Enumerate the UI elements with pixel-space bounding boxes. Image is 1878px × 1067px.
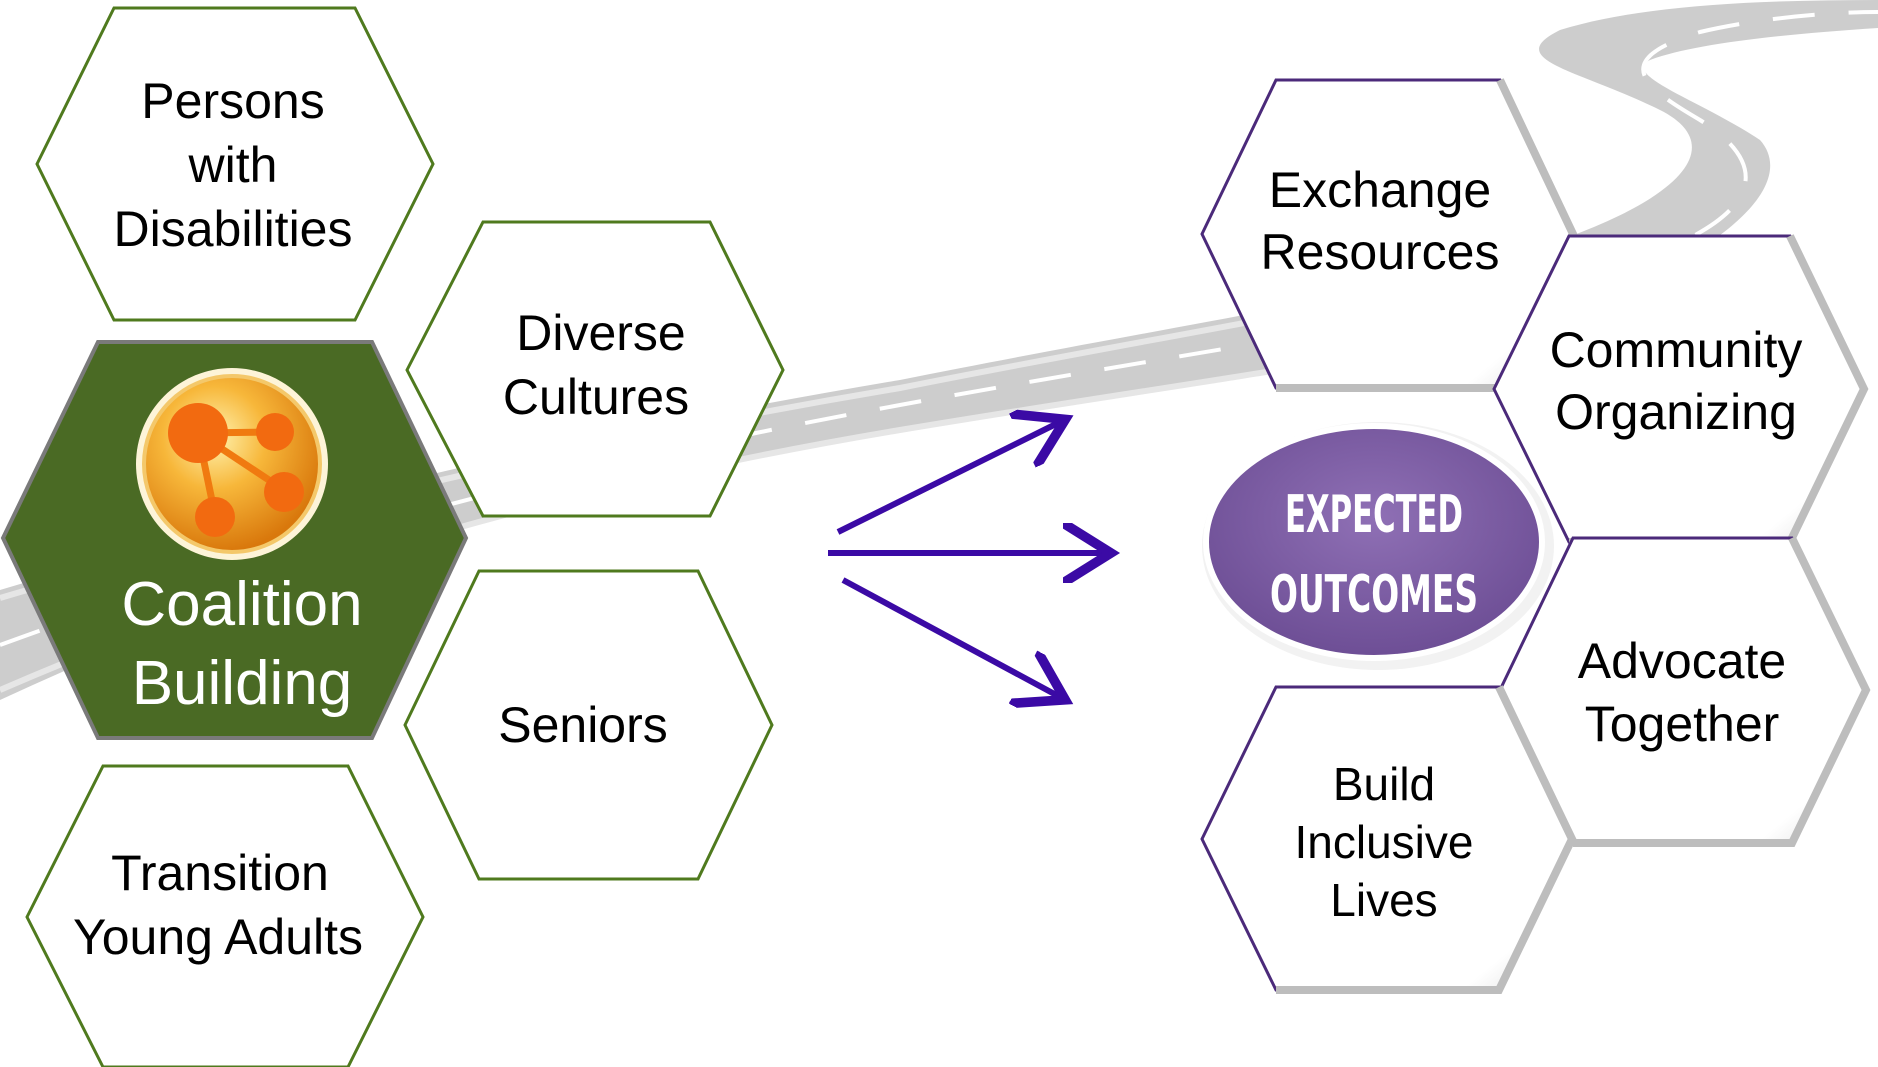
hex-build-inclusive-lives: Build Inclusive Lives [1200, 685, 1577, 994]
hex-label-line: Organizing [1555, 384, 1797, 440]
hex-label-line: Diverse [516, 305, 685, 361]
hex-diverse-cultures: Diverse Cultures [405, 220, 785, 518]
oval-label-line: EXPECTED [1285, 485, 1463, 545]
outcome-arrows [828, 422, 1105, 697]
hex-label-line: Young Adults [73, 909, 363, 965]
hex-label-line: Persons [141, 73, 324, 129]
hex-label-line: Transition [111, 845, 329, 901]
hex-persons-with-disabilities: Persons with Disabilities [35, 6, 435, 322]
hex-exchange-resources: Exchange Resources [1200, 78, 1578, 392]
hex-community-organizing: Community Organizing [1492, 234, 1869, 546]
hex-label-line: Exchange [1269, 162, 1491, 218]
hex-label-line: Cultures [503, 369, 689, 425]
hex-label-line: Resources [1261, 224, 1500, 280]
hex-label-line: Disabilities [114, 201, 353, 257]
hex-seniors: Seniors [403, 569, 774, 881]
arrow-down [841, 577, 1060, 697]
hex-label-line: Build [1333, 758, 1435, 810]
hex-label-line: Lives [1330, 874, 1437, 926]
hex-label-line: Advocate [1578, 633, 1786, 689]
hex-label-line: Building [132, 649, 353, 718]
network-nodes-icon [136, 368, 328, 560]
hex-label-line: Together [1585, 696, 1780, 752]
hex-advocate-together: Advocate Together [1498, 536, 1871, 847]
expected-outcomes-badge: EXPECTED OUTCOMES [1202, 422, 1554, 670]
hex-label-line: with [188, 137, 278, 193]
hex-coalition-building: Coalition Building [0, 340, 469, 740]
hex-label-line: Coalition [121, 570, 362, 639]
hex-label-line: Inclusive [1295, 816, 1474, 868]
oval-label-line: OUTCOMES [1270, 565, 1478, 625]
hex-label-line: Community [1550, 322, 1803, 378]
hex-transition-young-adults: Transition Young Adults [25, 764, 425, 1067]
arrow-up [836, 422, 1060, 535]
hex-label-line: Seniors [498, 697, 668, 753]
